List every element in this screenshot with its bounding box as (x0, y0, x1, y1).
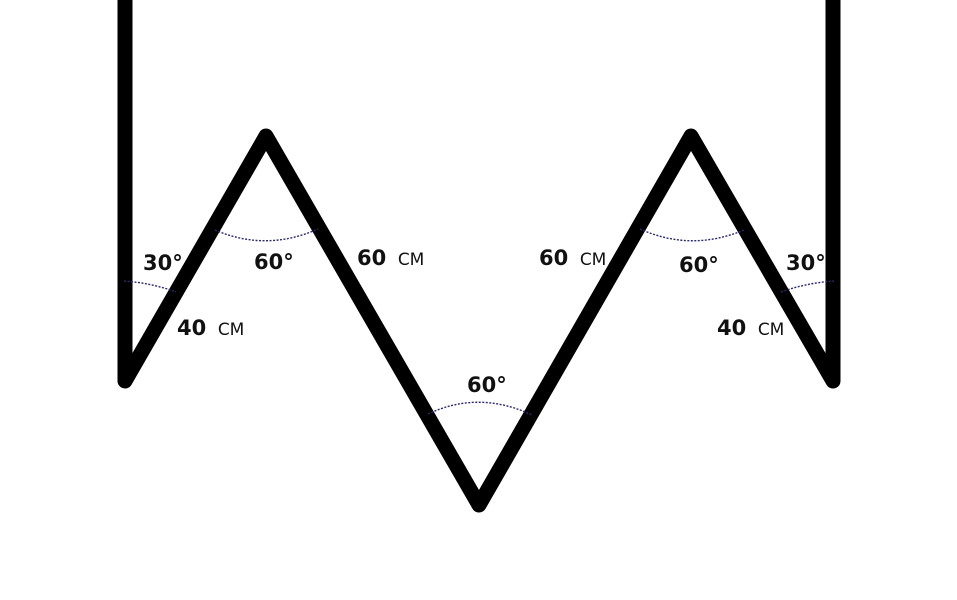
angle-arc-bottom-valley (427, 401, 533, 416)
angle-label-right-peak: 60° (679, 253, 719, 277)
length-unit: CM (398, 250, 425, 270)
length-value: 40 (177, 316, 206, 340)
length-value: 60 (357, 246, 386, 270)
length-value: 40 (717, 316, 746, 340)
length-unit: CM (218, 320, 245, 340)
length-label-right-short: 40 CM (717, 316, 784, 340)
angle-label-left-wall: 30° (143, 251, 183, 275)
length-label-right-long: 60 CM (539, 246, 606, 270)
length-unit: CM (580, 250, 607, 270)
angle-label-right-wall: 30° (786, 251, 826, 275)
zigzag-outline (117, 0, 841, 513)
angle-label-bottom-valley: 60° (467, 373, 507, 397)
angle-arc-left-peak (214, 228, 319, 242)
length-label-left-short: 40 CM (177, 316, 244, 340)
angle-arc-right-wall (780, 280, 835, 293)
angle-label-left-peak: 60° (254, 250, 294, 274)
angle-arc-left-wall (123, 280, 177, 293)
length-label-left-long: 60 CM (357, 246, 424, 270)
length-value: 60 (539, 246, 568, 270)
length-unit: CM (758, 320, 785, 340)
angle-arc-right-peak (639, 228, 745, 242)
